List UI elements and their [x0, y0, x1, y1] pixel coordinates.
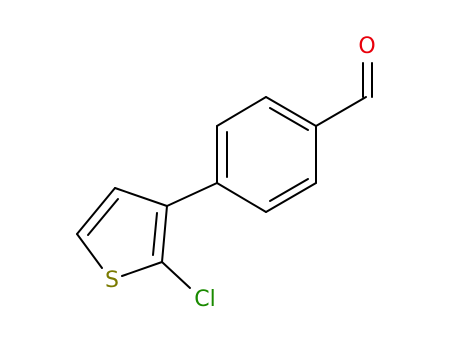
bond-benzene-3-inner: [269, 178, 309, 202]
bond-thiophene-c2-c3: [161, 205, 168, 263]
bond-benzene-6: [216, 96, 267, 127]
bond-thiophene-c2-c3-inner: [152, 212, 158, 256]
bond-thiophene-s-c2: [121, 261, 163, 277]
bond-benzene-1: [265, 96, 317, 127]
chlorine-label: Cl: [194, 287, 215, 312]
bond-thiophene-c4-c5: [76, 187, 116, 235]
oxygen-label: O: [358, 34, 375, 59]
bond-ring-cho: [315, 96, 367, 127]
bond-biaryl: [166, 182, 218, 207]
bond-thiophene-c4-c5-inner: [87, 198, 119, 236]
bond-thiophene-c5-s: [76, 233, 103, 269]
bond-benzene-4: [216, 182, 267, 213]
bond-thiophene-c3-c4: [114, 187, 168, 207]
sulfur-label: S: [105, 268, 119, 293]
bond-c-cl: [161, 261, 191, 289]
bond-benzene-3: [265, 182, 317, 213]
bond-benzene-1-inner: [269, 107, 309, 131]
